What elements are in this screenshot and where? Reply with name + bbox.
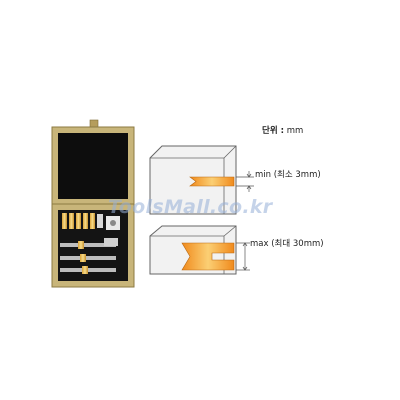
router-bit-set-case: [51, 119, 135, 288]
max-dimension: [236, 242, 250, 271]
cutter-blades: [62, 213, 120, 230]
case-lid-felt: [58, 133, 128, 199]
min-dimension: [236, 171, 254, 192]
max-slot-cut: [181, 242, 235, 271]
min-slot-cut: [189, 176, 235, 187]
slot-cut-diagram: [149, 145, 254, 275]
max-label: max (최대 30mm): [250, 239, 324, 249]
min-label: min (최소 3mm): [255, 170, 321, 180]
watermark: ToolsMall.co.kr: [108, 196, 273, 218]
unit-label-value: mm: [286, 126, 304, 136]
router-bits: [60, 238, 118, 274]
unit-label-key: 단위 :: [262, 126, 284, 136]
upper-workpiece: [149, 145, 237, 215]
unit-label: 단위 : mm: [262, 124, 303, 136]
